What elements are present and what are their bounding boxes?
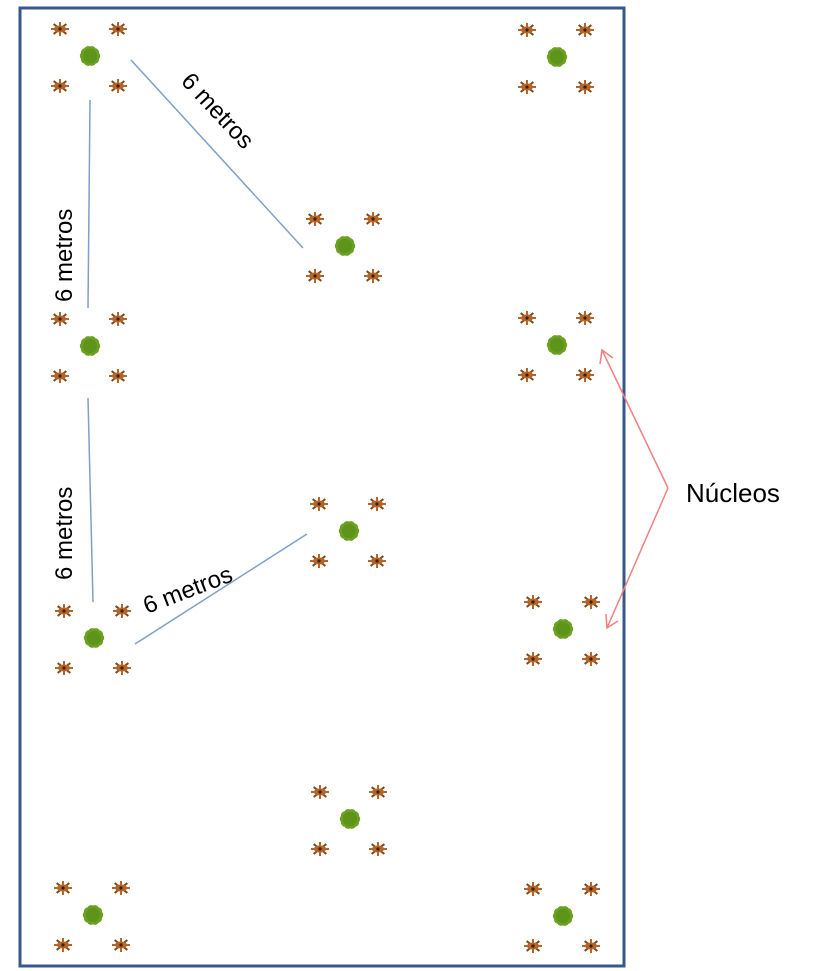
outer-plant-icon bbox=[113, 661, 131, 675]
outer-plant-icon bbox=[306, 212, 324, 226]
center-plant-icon bbox=[546, 335, 568, 355]
nucleus bbox=[518, 23, 594, 94]
nucleus bbox=[306, 212, 382, 283]
center-plant-icon bbox=[334, 236, 356, 256]
outer-plant-icon bbox=[51, 79, 69, 93]
outer-plant-icon bbox=[54, 938, 72, 952]
measure-line-lower-vertical bbox=[87, 397, 94, 603]
outer-plant-icon bbox=[310, 554, 328, 568]
outer-plant-icon bbox=[576, 23, 594, 37]
nuclei-pointer bbox=[599, 348, 669, 630]
outer-plant-icon bbox=[306, 269, 324, 283]
outer-plant-icon bbox=[518, 80, 536, 94]
outer-plant-icon bbox=[582, 882, 600, 896]
outer-plant-icon bbox=[518, 23, 536, 37]
outer-plant-icon bbox=[54, 881, 72, 895]
nucleus bbox=[55, 604, 131, 675]
outer-plant-icon bbox=[518, 311, 536, 325]
outer-plant-icon bbox=[576, 368, 594, 382]
measure-line-top-diagonal bbox=[130, 59, 304, 249]
outer-plant-icon bbox=[524, 882, 542, 896]
outer-plant-icon bbox=[368, 497, 386, 511]
center-plant-icon bbox=[83, 628, 105, 648]
nucleus bbox=[524, 595, 600, 666]
nucleus bbox=[310, 497, 386, 568]
outer-plant-icon bbox=[364, 269, 382, 283]
arrow-head-lower bbox=[605, 613, 619, 630]
nucleus bbox=[518, 311, 594, 382]
outer-plant-icon bbox=[112, 881, 130, 895]
nucleus bbox=[54, 881, 130, 952]
label-top-vertical: 6 metros bbox=[51, 209, 78, 302]
outer-plant-icon bbox=[524, 652, 542, 666]
arrow-line-upper bbox=[601, 349, 669, 489]
center-plant-icon bbox=[79, 46, 101, 66]
nucleus bbox=[51, 22, 127, 93]
outer-plant-icon bbox=[524, 939, 542, 953]
outer-plant-icon bbox=[55, 604, 73, 618]
outer-plant-icon bbox=[369, 785, 387, 799]
plot-border bbox=[18, 6, 626, 968]
outer-plant-icon bbox=[524, 595, 542, 609]
outer-plant-icon bbox=[518, 368, 536, 382]
outer-plant-icon bbox=[109, 79, 127, 93]
center-plant-icon bbox=[79, 336, 101, 356]
outer-plant-icon bbox=[582, 595, 600, 609]
outer-plant-icon bbox=[51, 22, 69, 36]
nuclei-group bbox=[51, 22, 600, 953]
arrow-head-upper bbox=[599, 348, 614, 365]
outer-plant-icon bbox=[311, 785, 329, 799]
outer-plant-icon bbox=[310, 497, 328, 511]
measure-line-top-vertical bbox=[87, 99, 91, 309]
outer-plant-icon bbox=[109, 22, 127, 36]
outer-plant-icon bbox=[582, 652, 600, 666]
label-top-diagonal: 6 metros bbox=[176, 68, 259, 155]
nucleus bbox=[524, 882, 600, 953]
outer-plant-icon bbox=[576, 80, 594, 94]
outer-plant-icon bbox=[113, 604, 131, 618]
center-plant-icon bbox=[82, 905, 104, 925]
outer-plant-icon bbox=[112, 938, 130, 952]
outer-plant-icon bbox=[311, 842, 329, 856]
center-plant-icon bbox=[552, 619, 574, 639]
outer-plant-icon bbox=[51, 312, 69, 326]
nucleus bbox=[311, 785, 387, 856]
outer-plant-icon bbox=[368, 554, 386, 568]
arrow-line-lower bbox=[606, 487, 669, 629]
measurement-lines bbox=[87, 59, 308, 645]
outer-plant-icon bbox=[369, 842, 387, 856]
outer-plant-icon bbox=[576, 311, 594, 325]
outer-plant-icon bbox=[109, 312, 127, 326]
outer-plant-icon bbox=[51, 369, 69, 383]
center-plant-icon bbox=[339, 809, 361, 829]
nuclei-label: Núcleos bbox=[686, 478, 780, 508]
measure-line-lower-diagonal bbox=[134, 533, 308, 645]
outer-plant-icon bbox=[364, 212, 382, 226]
outer-plant-icon bbox=[582, 939, 600, 953]
outer-plant-icon bbox=[109, 369, 127, 383]
outer-plant-icon bbox=[55, 661, 73, 675]
center-plant-icon bbox=[338, 521, 360, 541]
label-lower-vertical: 6 metros bbox=[51, 487, 78, 580]
center-plant-icon bbox=[546, 47, 568, 67]
nucleus bbox=[51, 312, 127, 383]
center-plant-icon bbox=[552, 906, 574, 926]
